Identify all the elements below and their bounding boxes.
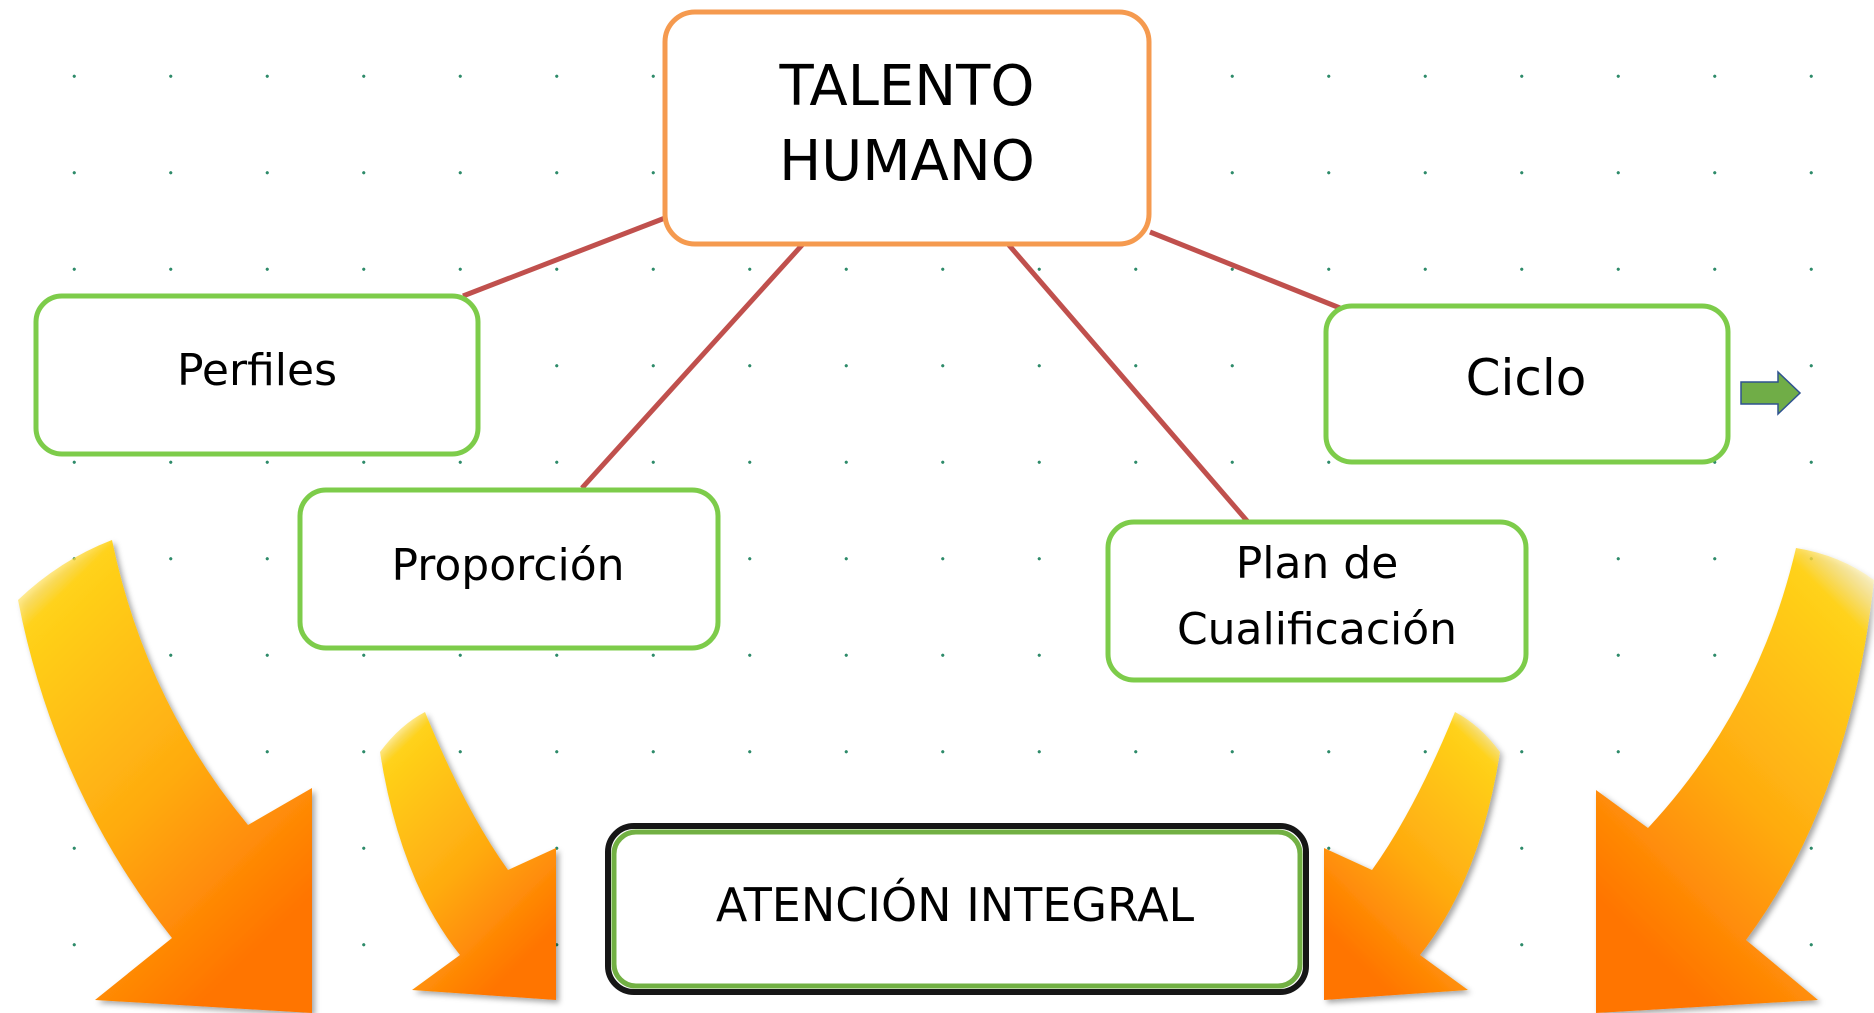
- node-ciclo-label: Ciclo: [1466, 349, 1587, 407]
- connector-root-ciclo: [1149, 229, 1341, 311]
- node-plan-label-line-2: Cualificación: [1177, 604, 1457, 655]
- node-perfiles-label: Perfiles: [177, 345, 337, 396]
- curved-arrow-right-inner: [1324, 712, 1500, 1000]
- connector-root-perfiles: [462, 215, 666, 299]
- connector-root-proporcion: [580, 242, 805, 490]
- node-plan-label-line-1: Plan de: [1236, 538, 1399, 589]
- curved-arrow-left-inner: [380, 712, 556, 1000]
- node-plan-de-cualificacion: Plan de Cualificación: [1105, 519, 1529, 683]
- node-perfiles: Perfiles: [33, 293, 481, 457]
- curved-arrow-left-outer: [18, 540, 312, 1013]
- node-atencion-label: ATENCIÓN INTEGRAL: [716, 878, 1195, 932]
- connector-lines: [462, 215, 1341, 524]
- root-label-line-2: HUMANO: [779, 129, 1035, 194]
- node-proporcion-label: Proporción: [392, 540, 625, 591]
- node-proporcion: Proporción: [297, 487, 721, 651]
- node-atencion-integral: ATENCIÓN INTEGRAL: [605, 823, 1309, 995]
- root-node-talento-humano: TALENTO HUMANO: [662, 9, 1152, 247]
- curved-arrow-right-outer: [1596, 548, 1874, 1013]
- connector-root-plan: [1006, 242, 1250, 524]
- right-arrow-icon: [1740, 370, 1802, 416]
- curved-arrows: [18, 540, 1874, 1013]
- node-ciclo: Ciclo: [1323, 303, 1731, 465]
- root-label-line-1: TALENTO: [779, 54, 1035, 119]
